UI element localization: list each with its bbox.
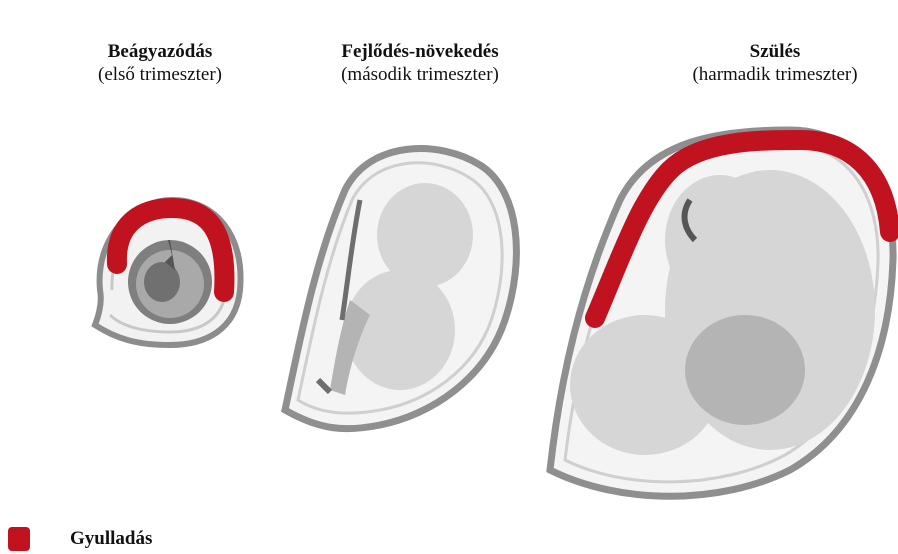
pregnancy-stages-illustration	[0, 0, 898, 520]
stage-1-embryo	[128, 240, 212, 324]
legend-label: Gyulladás	[70, 528, 152, 550]
legend-swatch-inflammation	[8, 527, 30, 551]
